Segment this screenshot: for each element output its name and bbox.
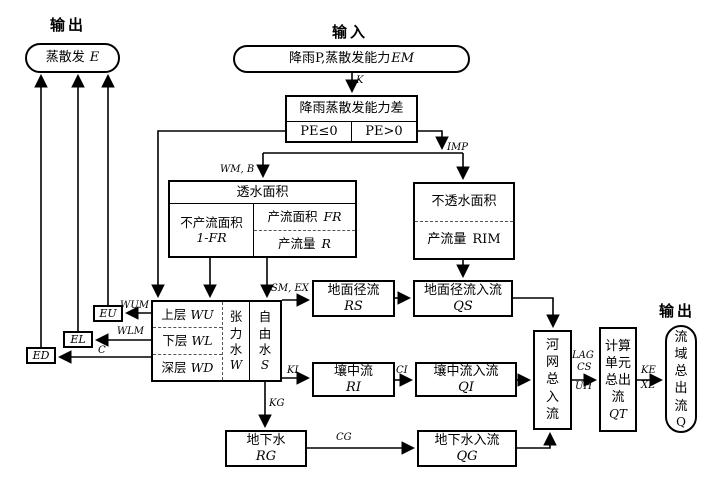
- node-el: EL: [63, 331, 93, 348]
- runoff-amount-cell: 产流量 R: [278, 235, 331, 251]
- label-ci: CI: [396, 365, 408, 376]
- node-pervious-area: 透水面积 不产流面积 1-FR 产流面积 FR 产流量 R: [168, 180, 357, 258]
- label-lag: LAG: [572, 350, 594, 361]
- label-c: C: [98, 345, 106, 356]
- label-imp: IMP: [447, 142, 468, 153]
- label-uh: UH: [575, 381, 593, 392]
- node-ed: ED: [26, 347, 56, 364]
- label-wum: WUM: [120, 300, 149, 311]
- label-ke: KE: [641, 365, 656, 376]
- edge-pe-le-to-soil: [151, 130, 285, 299]
- label-cs: CS: [577, 362, 592, 373]
- heading-input: 输入: [331, 23, 368, 41]
- label-ki: KI: [287, 365, 299, 376]
- heading-output-left: 输出: [49, 16, 86, 34]
- node-pe-difference: 降雨蒸散发能力差 PE≤0 PE>0: [285, 95, 418, 143]
- label-wm-b: WM, B: [220, 164, 255, 175]
- pe-gt-zero-cell: PE>0: [365, 123, 403, 139]
- tension-water-column: 张力水 W: [222, 302, 249, 380]
- pervious-area-title: 透水面积: [170, 182, 355, 204]
- label-wlm: WLM: [116, 326, 144, 337]
- non-runoff-area-cell: 不产流面积 1-FR: [170, 204, 254, 256]
- label-cg: CG: [336, 432, 352, 443]
- label-sm-ex: SM, EX: [271, 283, 309, 294]
- free-water-column: 自由水 S: [249, 302, 280, 380]
- heading-output-right: 输出: [658, 302, 695, 320]
- node-unit-total-outflow: 计算单元总出流 QT: [599, 327, 637, 432]
- label-k: K: [356, 75, 364, 86]
- impervious-area-title: 不透水面积: [415, 184, 513, 222]
- node-basin-total-outflow: 流域总出流 Q: [665, 325, 697, 433]
- pe-difference-title: 降雨蒸散发能力差: [287, 97, 416, 122]
- node-eu: EU: [93, 305, 123, 322]
- label-xe: XE: [641, 380, 656, 391]
- label-kg: KG: [269, 398, 285, 409]
- node-river-network-inflow: 河网总入流: [533, 330, 572, 430]
- pe-le-zero-cell: PE≤0: [287, 122, 352, 141]
- edge-qs-to-river: [513, 297, 560, 329]
- runoff-area-cell: 产流面积 FR: [254, 204, 355, 231]
- node-impervious-area: 不透水面积 产流量 RIM: [413, 182, 515, 260]
- impervious-runoff-cell: 产流量 RIM: [427, 231, 501, 247]
- edge-pe-gt-down: [418, 130, 449, 151]
- edge-qg-to-river: [517, 431, 557, 449]
